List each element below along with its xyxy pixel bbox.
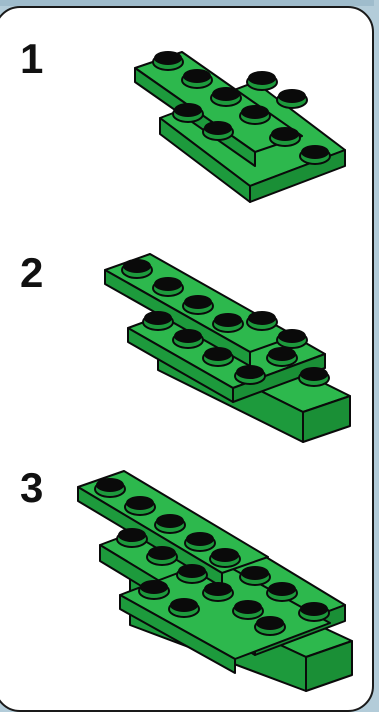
step-2-build-illustration bbox=[0, 230, 379, 460]
step-2: 2 bbox=[0, 230, 379, 460]
step-1: 1 bbox=[0, 0, 379, 230]
step-3-build-illustration bbox=[0, 455, 379, 704]
step-3: 3 bbox=[0, 455, 379, 685]
step-1-build-illustration bbox=[0, 0, 379, 230]
